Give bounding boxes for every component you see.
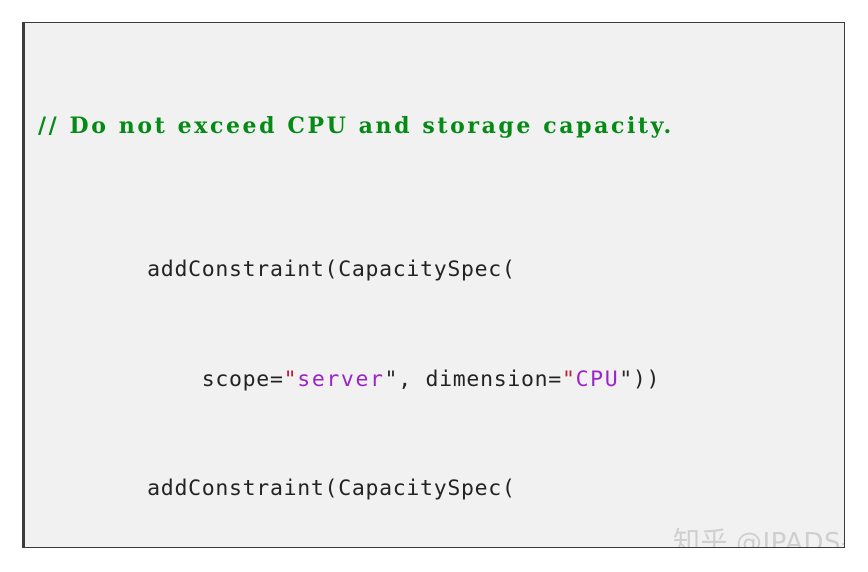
token-indent <box>147 367 202 392</box>
token-quote-open: " <box>561 366 576 392</box>
token-spec-name: CapacitySpec <box>338 476 502 502</box>
token-comma: , <box>398 366 426 392</box>
token-open-paren: ( <box>501 257 516 283</box>
token-quote-close: " <box>384 366 399 392</box>
token-quote-open: " <box>283 366 298 392</box>
token-equals: = <box>548 366 562 392</box>
code-listing: // Do not exceed CPU and storage capacit… <box>38 34 844 547</box>
token-open-paren: ( <box>324 476 339 502</box>
token-equals: = <box>269 366 284 392</box>
code-line: addConstraint(CapacitySpec( <box>38 439 844 501</box>
token-open-paren: ( <box>501 476 516 502</box>
token-function-name: addConstraint <box>147 257 325 283</box>
token-close-parens: )) <box>632 366 661 392</box>
token-quote-close: " <box>619 366 633 392</box>
code-listing-box: // Do not exceed CPU and storage capacit… <box>22 22 845 548</box>
code-line-comment: // Do not exceed CPU and storage capacit… <box>38 113 674 139</box>
token-string-value-cpu: CPU <box>575 366 620 392</box>
token-spec-name: CapacitySpec <box>338 257 502 283</box>
token-string-value-server: server <box>297 366 385 392</box>
code-line: scope="server", dimension="CPU")) <box>38 329 844 392</box>
token-open-paren: ( <box>324 257 339 283</box>
token-arg-key-dimension: dimension <box>425 366 549 392</box>
code-line: addConstraint(CapacitySpec( <box>38 220 844 282</box>
token-arg-key-scope: scope <box>201 366 270 392</box>
token-function-name: addConstraint <box>147 476 325 502</box>
